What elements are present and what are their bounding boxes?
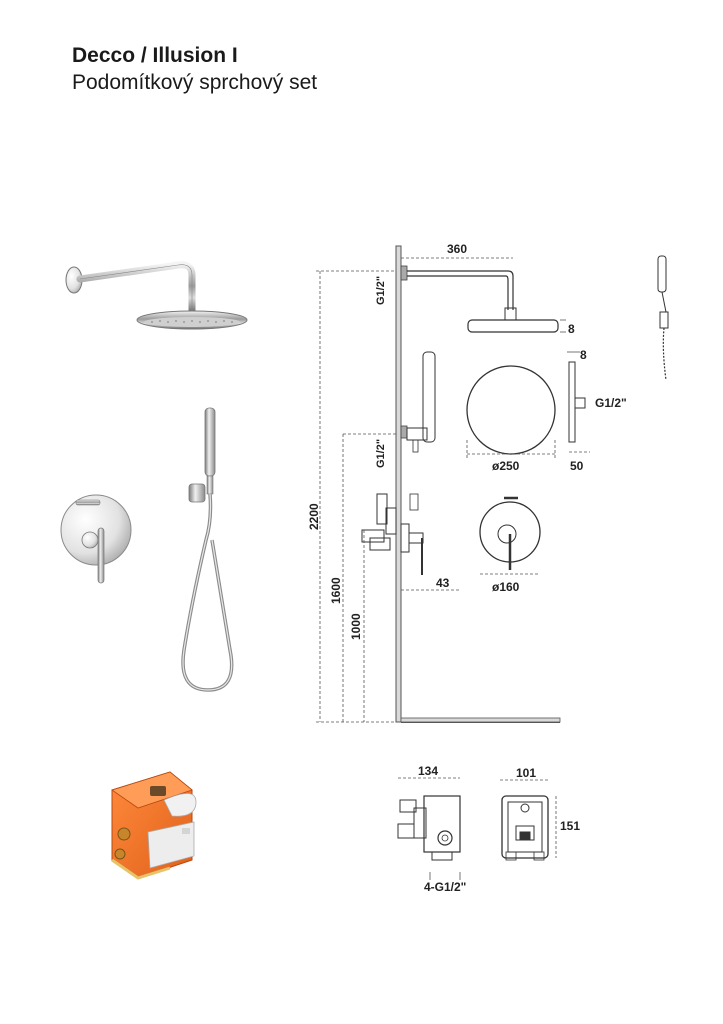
wall-section <box>395 245 402 723</box>
dim-height-total: 2200 <box>307 503 321 530</box>
product-subtitle: Podomítkový sprchový set <box>72 71 318 94</box>
dim-thread-top: G1/2" <box>375 276 387 305</box>
dim-head-diameter: ø250 <box>492 459 520 473</box>
dim-plate-diameter: ø160 <box>492 580 520 594</box>
dim-head-side-depth: 50 <box>570 459 584 473</box>
dim-height-mixer: 1000 <box>349 613 363 640</box>
dim-head-thickness: 8 <box>568 322 575 336</box>
hand-shower-photo <box>181 407 234 692</box>
dim-head-side-thickness: 8 <box>580 348 587 362</box>
dim-head-side-thread: G1/2" <box>595 396 627 410</box>
dim-arm-length: 360 <box>447 242 467 256</box>
dimension-lines <box>316 257 590 880</box>
installation-box-photo <box>111 771 197 880</box>
dim-box-threads: 4-G1/2" <box>424 880 466 894</box>
dim-box-front-width: 101 <box>516 766 536 780</box>
dim-mixer-projection: 43 <box>436 576 450 590</box>
shower-head-photo <box>65 261 248 330</box>
dim-height-holder: 1600 <box>329 577 343 604</box>
dim-box-width: 134 <box>418 764 438 778</box>
dim-box-height: 151 <box>560 819 580 833</box>
mixer-plate-photo <box>60 494 132 584</box>
product-title: Decco / Illusion I <box>72 44 238 67</box>
dim-thread-mid: G1/2" <box>375 439 387 468</box>
technical-drawing <box>361 245 669 861</box>
